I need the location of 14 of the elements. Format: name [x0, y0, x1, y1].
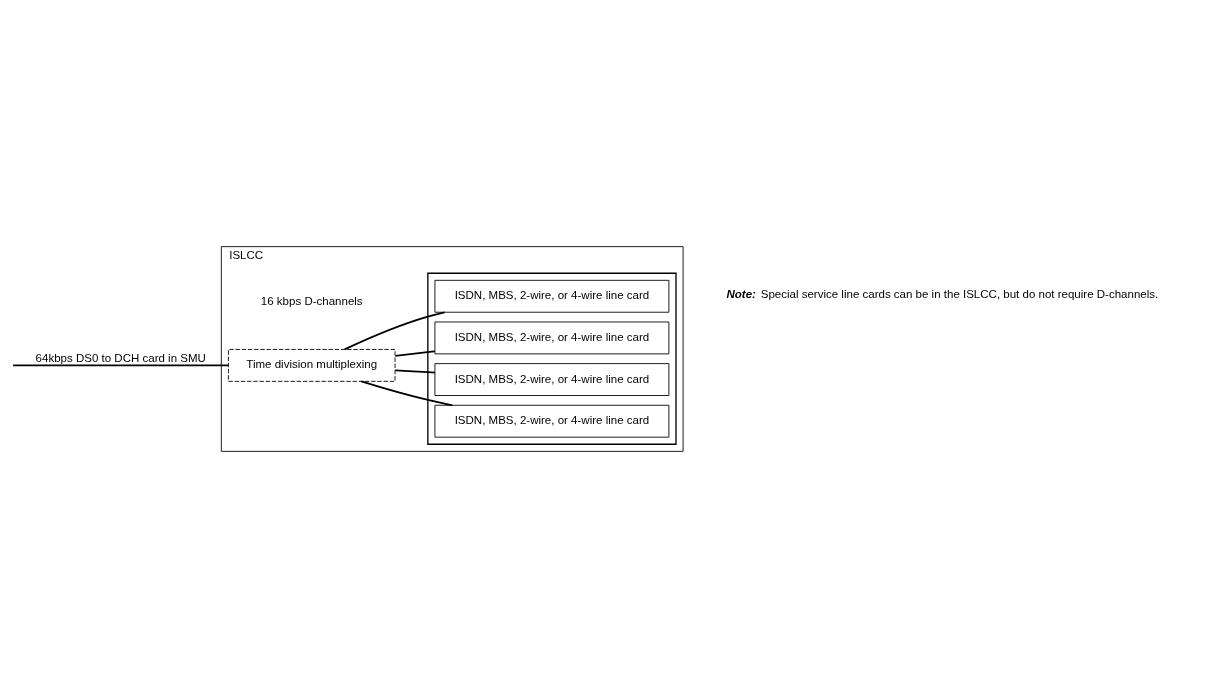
edge-label: 64kbps DS0 to DCH card in SMU [35, 352, 206, 365]
connector [394, 369, 436, 374]
connector [12, 364, 230, 367]
node-box: ISDN, MBS, 2-wire, or 4-wire line card [434, 279, 670, 313]
node-box: ISDN, MBS, 2-wire, or 4-wire line card [434, 321, 670, 355]
node-box: Time division multiplexing [227, 349, 396, 382]
connector [394, 350, 436, 357]
connector [343, 311, 446, 351]
label: Note: [726, 288, 756, 301]
node-box: ISDN, MBS, 2-wire, or 4-wire line card [434, 404, 670, 438]
cluster [427, 272, 677, 445]
node-box: ISDN, MBS, 2-wire, or 4-wire line card [434, 363, 670, 396]
label: 16 kbps D-channels [260, 295, 363, 308]
label: Special service line cards can be in the ISLCC, but do not require D-channels. [760, 288, 1159, 301]
